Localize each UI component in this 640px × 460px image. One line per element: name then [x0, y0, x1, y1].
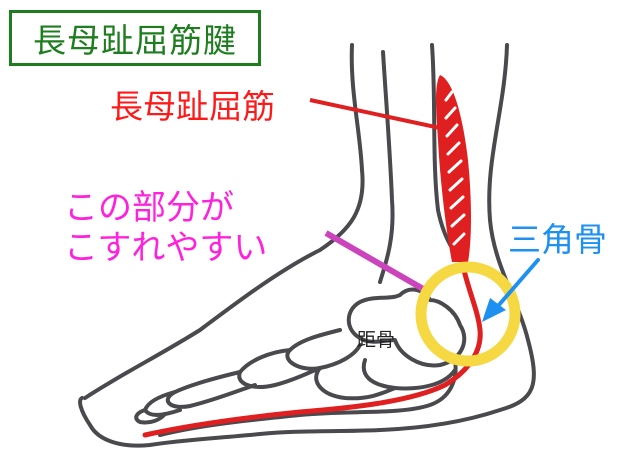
rub-pointer-line [324, 230, 427, 293]
rub-label: この部分が こすれやすい [64, 188, 267, 268]
os-trigonum-arrow [482, 258, 540, 322]
rub-label-line1: この部分が [64, 188, 234, 228]
muscle-label: 長母趾屈筋 [110, 87, 275, 126]
talus-label: 距骨 [357, 329, 396, 351]
highlight-ring [415, 261, 521, 367]
os-trigonum-label: 三角骨 [508, 220, 607, 259]
muscle-pointer-line [309, 98, 441, 130]
muscle-belly [436, 75, 471, 262]
fhl-tendon [142, 259, 483, 438]
rub-label-line2: こすれやすい [64, 228, 268, 268]
title-box: 長母趾屈筋腱 [9, 10, 261, 66]
page-title: 長母趾屈筋腱 [33, 21, 237, 60]
